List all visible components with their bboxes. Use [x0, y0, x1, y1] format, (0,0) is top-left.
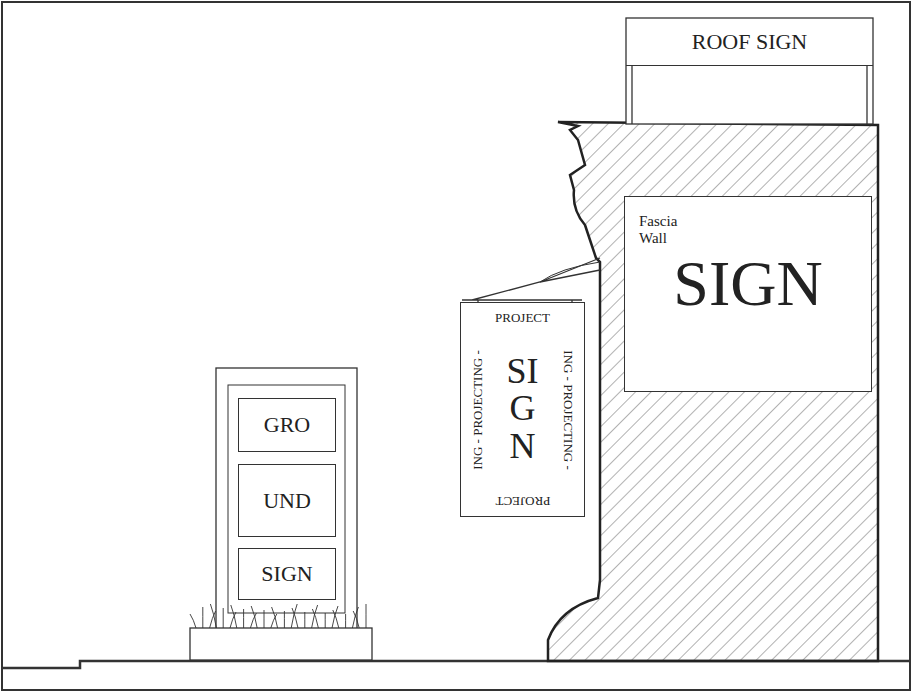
grass-blade — [304, 612, 305, 628]
sign-text: UND — [263, 490, 311, 512]
sign-panel: PROJECT SIGN ING - PROJECTING - ING - PROJE… — [460, 302, 585, 517]
planter-grass — [190, 604, 366, 628]
grass-blade — [210, 604, 216, 628]
grass-blade — [312, 605, 318, 628]
sign-panel: GRO — [238, 398, 336, 452]
sign-text: PROJECT — [495, 495, 550, 508]
sign-text: ING - PROJECTING - — [562, 350, 575, 470]
planter-box — [190, 628, 372, 660]
grass-blade — [291, 604, 297, 628]
grass-blade — [366, 604, 367, 628]
sign-panel: UND — [238, 464, 336, 537]
grass-blade — [272, 607, 278, 628]
sign-text: PROJECT — [495, 311, 550, 324]
grass-blade — [284, 611, 285, 628]
sign-text: SIGN — [261, 563, 312, 585]
projecting-bracket — [540, 262, 600, 282]
sign-text: GRO — [264, 414, 310, 436]
sign-text: ROOF SIGN — [692, 31, 808, 53]
sign-panel: Fascia WallSIGN — [624, 196, 872, 392]
grass-blade — [333, 610, 339, 628]
grass-blade — [231, 605, 237, 628]
roof-sign-post — [631, 66, 632, 124]
building-wall — [548, 122, 878, 661]
sign-text: ING - PROJECTING - — [470, 350, 483, 470]
grass-blade — [190, 614, 196, 628]
sign-panel: SIGN — [238, 548, 336, 600]
sign-text: SIGN — [673, 252, 822, 316]
ground-sign-frame — [216, 368, 357, 630]
roof-sign-frame — [626, 18, 873, 124]
roof-sign-post — [866, 66, 867, 124]
ground-sign-inner-frame — [228, 385, 345, 613]
grass-blade — [251, 606, 257, 628]
grass-blade — [332, 606, 338, 628]
grass-blade — [243, 609, 244, 628]
projecting-bracket — [462, 258, 600, 304]
grass-blade — [352, 607, 358, 628]
grass-blade — [202, 607, 203, 628]
grass-blade — [325, 613, 326, 628]
grass-blade — [353, 611, 359, 628]
grass-blade — [345, 614, 346, 628]
sign-text: SIGN — [505, 353, 541, 466]
sign-panel: ROOF SIGN — [626, 18, 873, 66]
grass-blade — [312, 609, 318, 628]
grass-blade — [264, 610, 265, 628]
sign-text: Fascia Wall — [639, 213, 699, 248]
grass-blade — [292, 608, 298, 628]
grass-blade — [223, 608, 224, 628]
